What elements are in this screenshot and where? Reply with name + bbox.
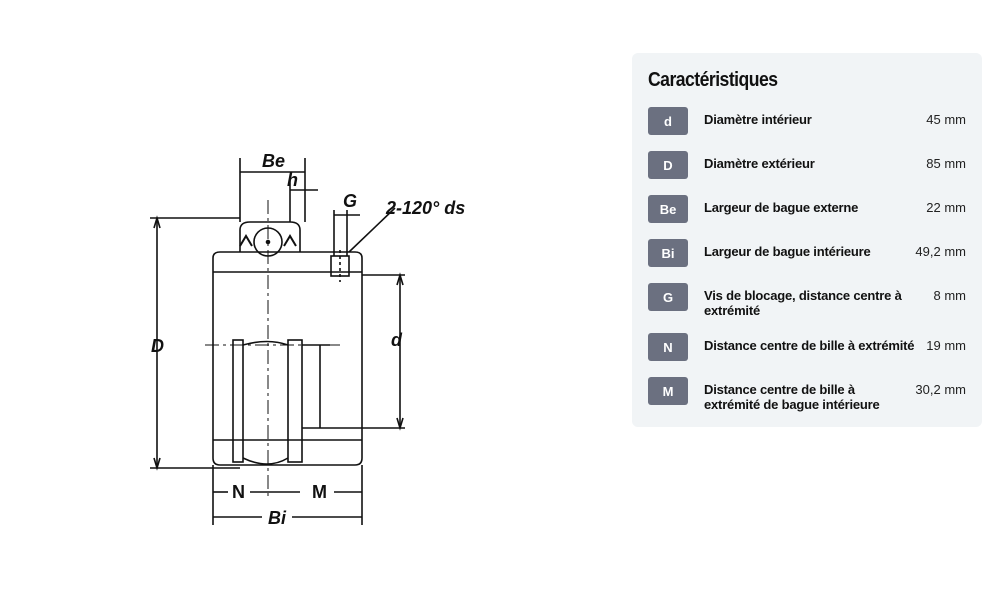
dimension-Be xyxy=(239,158,360,256)
label-Bi: Bi xyxy=(268,508,287,528)
characteristics-panel: Caractéristiques d Diamètre intérieur 45… xyxy=(632,53,982,427)
spec-value: 8 mm xyxy=(933,288,967,303)
spec-label: Largeur de bague externe xyxy=(704,200,859,215)
spec-symbol: N xyxy=(648,333,688,361)
spec-label: Vis de blocage, distance centre à extrém… xyxy=(704,288,902,318)
spec-symbol: d xyxy=(648,107,688,135)
dimension-d xyxy=(330,272,405,431)
dimension-N-M-Bi xyxy=(212,465,363,525)
outer-ring xyxy=(212,221,363,466)
label-M: M xyxy=(312,482,327,502)
spec-symbol: Be xyxy=(648,195,688,223)
bearing-technical-drawing: Be h G 2-120° ds D d N M Bi xyxy=(150,151,465,528)
label-D: D xyxy=(151,336,164,356)
spec-value: 19 mm xyxy=(926,338,966,353)
label-h: h xyxy=(287,170,298,190)
dimension-D xyxy=(150,215,240,471)
spec-symbol: M xyxy=(648,377,688,405)
spec-label: Diamètre intérieur xyxy=(704,112,812,127)
inner-ring xyxy=(232,339,330,465)
panel-title: Caractéristiques xyxy=(648,69,778,91)
spec-label: Distance centre de bille à extrémité de … xyxy=(704,382,880,412)
spec-label: Diamètre extérieur xyxy=(704,156,815,171)
label-ds: 2-120° ds xyxy=(385,198,465,218)
spec-value: 45 mm xyxy=(926,112,966,127)
label-d: d xyxy=(391,330,403,350)
label-Be: Be xyxy=(262,151,285,171)
spec-value: 85 mm xyxy=(926,156,966,171)
spec-value: 22 mm xyxy=(926,200,966,215)
spec-value: 49,2 mm xyxy=(915,244,966,259)
spec-symbol: Bi xyxy=(648,239,688,267)
label-G: G xyxy=(343,191,357,211)
spec-label: Distance centre de bille à extrémité xyxy=(704,338,915,353)
spec-value: 30,2 mm xyxy=(915,382,966,397)
spec-label: Largeur de bague intérieure xyxy=(704,244,871,259)
set-screw xyxy=(330,207,396,282)
spec-symbol: G xyxy=(648,283,688,311)
label-N: N xyxy=(232,482,245,502)
spec-symbol: D xyxy=(648,151,688,179)
